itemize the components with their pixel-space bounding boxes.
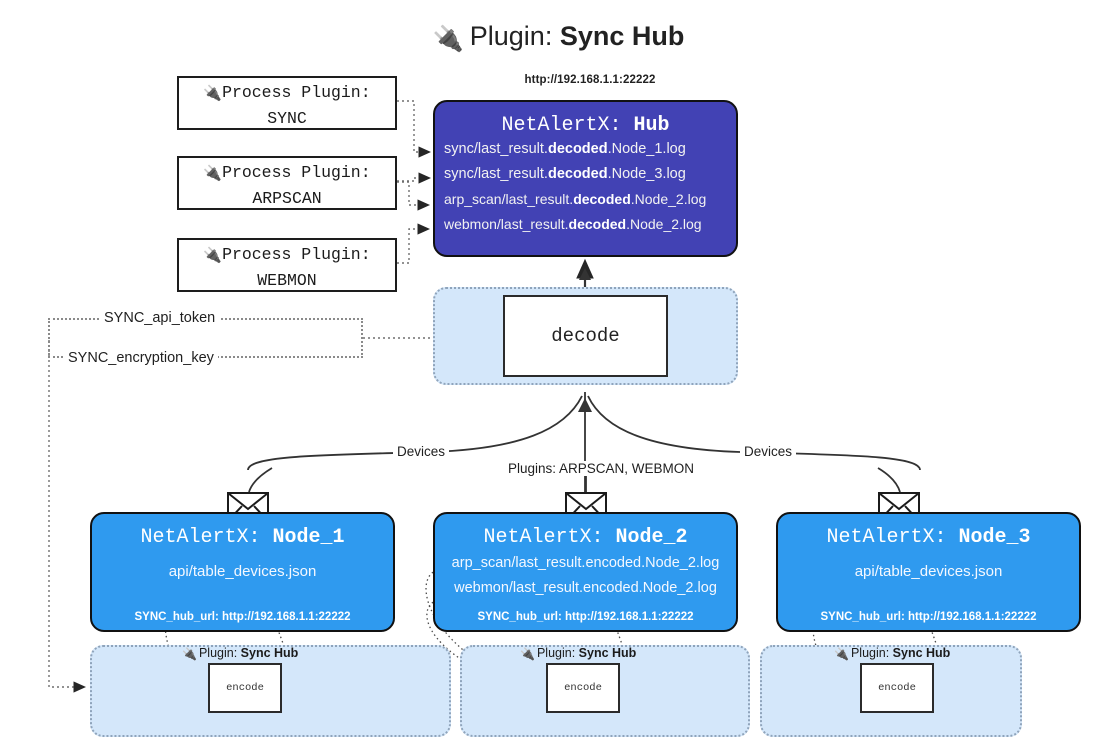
process-plugin-line2: SYNC xyxy=(267,109,307,128)
encode-plugin-label: 🔌Plugin: Sync Hub xyxy=(834,646,951,661)
electric-plug-icon: 🔌 xyxy=(203,166,223,183)
encode-box-node-3[interactable]: encode xyxy=(860,663,934,713)
node-file-line: webmon/last_result.encoded.Node_2.log xyxy=(454,580,717,596)
electric-plug-icon: 🔌 xyxy=(203,86,223,103)
hub-log-line: sync/last_result.decoded.Node_3.log xyxy=(444,166,686,182)
hub-log-line: sync/last_result.decoded.Node_1.log xyxy=(444,141,686,157)
process-plugin-box-sync[interactable]: 🔌Process Plugin: SYNC xyxy=(177,76,397,130)
page-title-prefix: Plugin: xyxy=(469,21,553,51)
node-hub-url: SYNC_hub_url: http://192.168.1.1:22222 xyxy=(134,611,351,623)
edge-label-plugins: Plugins: ARPSCAN, WEBMON xyxy=(504,461,699,476)
process-plugin-line1: 🔌Process Plugin: xyxy=(179,160,395,186)
node-card-node-3[interactable]: NetAlertX: Node_3 api/table_devices.json… xyxy=(776,512,1081,632)
process-plugin-box-arpscan[interactable]: 🔌Process Plugin: ARPSCAN xyxy=(177,156,397,210)
edge-label-devices-left: Devices xyxy=(393,444,450,459)
process-plugin-line1: 🔌Process Plugin: xyxy=(179,242,395,268)
node-title: NetAlertX: Node_1 xyxy=(140,526,345,549)
sync-encryption-key-label: SYNC_encryption_key xyxy=(64,350,218,366)
process-plugin-line2: ARPSCAN xyxy=(252,189,322,208)
page-title: 🔌Plugin: Sync Hub xyxy=(0,16,1117,57)
hub-title: NetAlertX: Hub xyxy=(501,114,670,137)
electric-plug-icon: 🔌 xyxy=(520,647,535,661)
encode-box-node-2[interactable]: encode xyxy=(546,663,620,713)
hub-log-line: webmon/last_result.decoded.Node_2.log xyxy=(444,216,702,232)
hub-log-line: arp_scan/last_result.decoded.Node_2.log xyxy=(444,191,707,207)
electric-plug-icon: 🔌 xyxy=(432,25,464,53)
edge-label-devices-right: Devices xyxy=(740,444,797,459)
decode-box[interactable]: decode xyxy=(503,295,668,377)
process-plugin-line1: 🔌Process Plugin: xyxy=(179,80,395,106)
electric-plug-icon: 🔌 xyxy=(203,248,223,265)
page-title-name: Sync Hub xyxy=(559,21,685,51)
encode-plugin-label: 🔌Plugin: Sync Hub xyxy=(182,646,299,661)
encode-plugin-label: 🔌Plugin: Sync Hub xyxy=(520,646,637,661)
node-card-node-1[interactable]: NetAlertX: Node_1 api/table_devices.json… xyxy=(90,512,395,632)
node-file-line: api/table_devices.json xyxy=(168,563,317,580)
node-file-line: arp_scan/last_result.encoded.Node_2.log xyxy=(451,555,720,571)
electric-plug-icon: 🔌 xyxy=(182,647,197,661)
encode-box-node-1[interactable]: encode xyxy=(208,663,282,713)
node-card-node-2[interactable]: NetAlertX: Node_2 arp_scan/last_result.e… xyxy=(433,512,738,632)
hub-node[interactable]: NetAlertX: Hub sync/last_result.decoded.… xyxy=(433,100,738,257)
node-title: NetAlertX: Node_2 xyxy=(483,526,688,549)
sync-api-token-label: SYNC_api_token xyxy=(100,310,220,326)
node-hub-url: SYNC_hub_url: http://192.168.1.1:22222 xyxy=(820,611,1037,623)
node-hub-url: SYNC_hub_url: http://192.168.1.1:22222 xyxy=(477,611,694,623)
electric-plug-icon: 🔌 xyxy=(834,647,849,661)
process-plugin-line2: WEBMON xyxy=(257,271,317,290)
hub-url-label: http://192.168.1.1:22222 xyxy=(524,74,656,86)
process-plugin-box-webmon[interactable]: 🔌Process Plugin: WEBMON xyxy=(177,238,397,292)
node-file-line: api/table_devices.json xyxy=(854,563,1003,580)
node-title: NetAlertX: Node_3 xyxy=(826,526,1031,549)
